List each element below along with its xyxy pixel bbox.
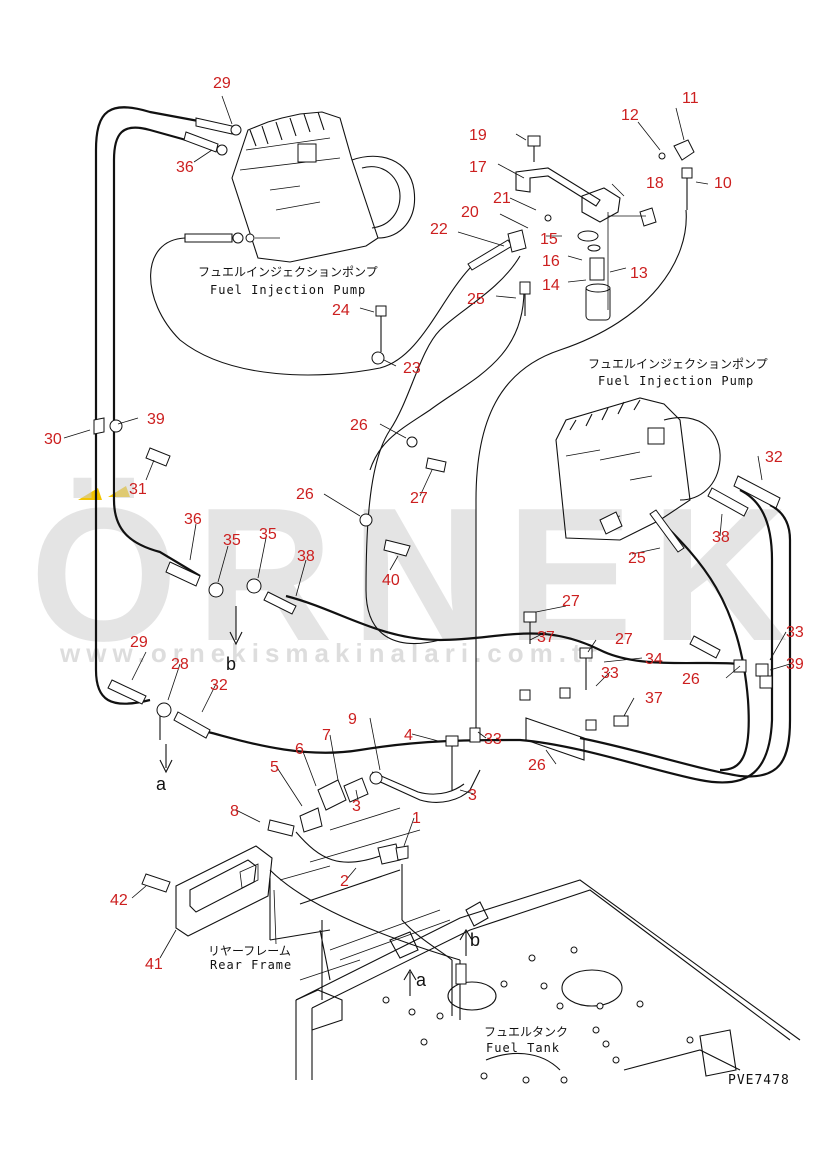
- callout: 27: [410, 490, 428, 507]
- callout: 10: [714, 175, 732, 192]
- callout: 27: [562, 593, 580, 610]
- watermark-brand: ÖRNEK: [30, 469, 806, 681]
- fuel-filter-assembly: [515, 135, 695, 321]
- callout: 33: [484, 731, 502, 748]
- fittings: [93, 117, 781, 761]
- arrow-letter: a: [416, 970, 427, 990]
- callout: 6: [295, 741, 304, 758]
- fuel-injection-pump-upper: [184, 111, 416, 263]
- callout: 23: [403, 360, 421, 377]
- label-rear-frame-en: Rear Frame: [210, 958, 292, 972]
- callout: 40: [382, 572, 400, 589]
- callout: 17: [469, 159, 487, 176]
- callout: 2: [340, 873, 349, 890]
- callout: 32: [210, 677, 228, 694]
- callout: 12: [621, 107, 639, 124]
- callout: 32: [765, 449, 783, 466]
- callout: 26: [682, 671, 700, 688]
- label-fuel-tank-en: Fuel Tank: [486, 1041, 560, 1055]
- callout: 13: [630, 265, 648, 282]
- label-rear-frame-jp: リヤーフレーム: [208, 944, 291, 958]
- callout: 3: [468, 787, 477, 804]
- callout: 18: [646, 175, 664, 192]
- callout: 39: [147, 411, 165, 428]
- callout: 21: [493, 190, 511, 207]
- arrow-a-lower: [403, 968, 417, 996]
- callout: 24: [332, 302, 350, 319]
- callout: 41: [145, 956, 163, 973]
- callout: 4: [404, 727, 413, 744]
- label-fuel-injection-pump-jp-lower: フュエルインジェクションポンプ: [588, 357, 768, 371]
- callouts: 29 36 11 12 19 10 17 18 21 20 15 22 16 1…: [44, 75, 804, 973]
- callout: 9: [348, 711, 357, 728]
- callout: 37: [537, 629, 555, 646]
- leader-lines: [63, 95, 791, 959]
- callout: 5: [270, 759, 279, 776]
- label-fuel-injection-pump-en-lower: Fuel Injection Pump: [598, 374, 754, 388]
- arrows: [159, 606, 473, 996]
- callout: 29: [130, 634, 148, 651]
- callout: 19: [469, 127, 487, 144]
- watermark: ÖRNEK www.ornekismakinalari.com.tr: [30, 469, 806, 681]
- callout: 25: [467, 291, 485, 308]
- callout: 37: [645, 690, 663, 707]
- callout: 35: [223, 532, 241, 549]
- text-labels: フュエルインジェクションポンプ Fuel Injection Pump フュエル…: [198, 265, 790, 1088]
- label-fuel-injection-pump-jp-upper: フュエルインジェクションポンプ: [198, 265, 378, 279]
- callout: 38: [712, 529, 730, 546]
- callout: 33: [601, 665, 619, 682]
- arrow-letters: b a a b: [156, 654, 480, 990]
- fuel-injection-pump-lower: [555, 397, 721, 541]
- arrow-letter: a: [156, 774, 167, 794]
- callout: 3: [352, 798, 361, 815]
- callout: 11: [682, 90, 699, 107]
- arrow-a-upper: [159, 744, 173, 774]
- drawing-code: PVE7478: [728, 1073, 790, 1088]
- callout: 26: [296, 486, 314, 503]
- callout: 8: [230, 803, 239, 820]
- callout: 25: [628, 550, 646, 567]
- callout: 34: [645, 651, 663, 668]
- callout: 38: [297, 548, 315, 565]
- label-fuel-injection-pump-en-upper: Fuel Injection Pump: [210, 283, 366, 297]
- callout: 26: [528, 757, 546, 774]
- callout: 35: [259, 526, 277, 543]
- callout: 28: [171, 656, 189, 673]
- callout: 15: [540, 231, 558, 248]
- callout: 36: [176, 159, 194, 176]
- callout: 7: [322, 727, 331, 744]
- arrow-letter: b: [470, 930, 480, 950]
- callout: 20: [461, 204, 479, 221]
- arrow-b-lower: [459, 928, 473, 956]
- callout: 29: [213, 75, 231, 92]
- arrow-letter: b: [226, 654, 236, 674]
- callout: 39: [786, 656, 804, 673]
- callout: 1: [412, 810, 421, 827]
- callout: 14: [542, 277, 560, 294]
- callout: 22: [430, 221, 448, 238]
- callout: 36: [184, 511, 202, 528]
- label-fuel-tank-jp: フュエルタンク: [484, 1025, 568, 1039]
- callout: 26: [350, 417, 368, 434]
- callout: 30: [44, 431, 62, 448]
- callout: 31: [129, 481, 147, 498]
- callout: 16: [542, 253, 560, 270]
- watermark-url: www.ornekismakinalari.com.tr: [59, 638, 603, 668]
- arrow-b-upper: [229, 606, 243, 646]
- callout: 27: [615, 631, 633, 648]
- callout: 33: [786, 624, 804, 641]
- callout: 42: [110, 892, 128, 909]
